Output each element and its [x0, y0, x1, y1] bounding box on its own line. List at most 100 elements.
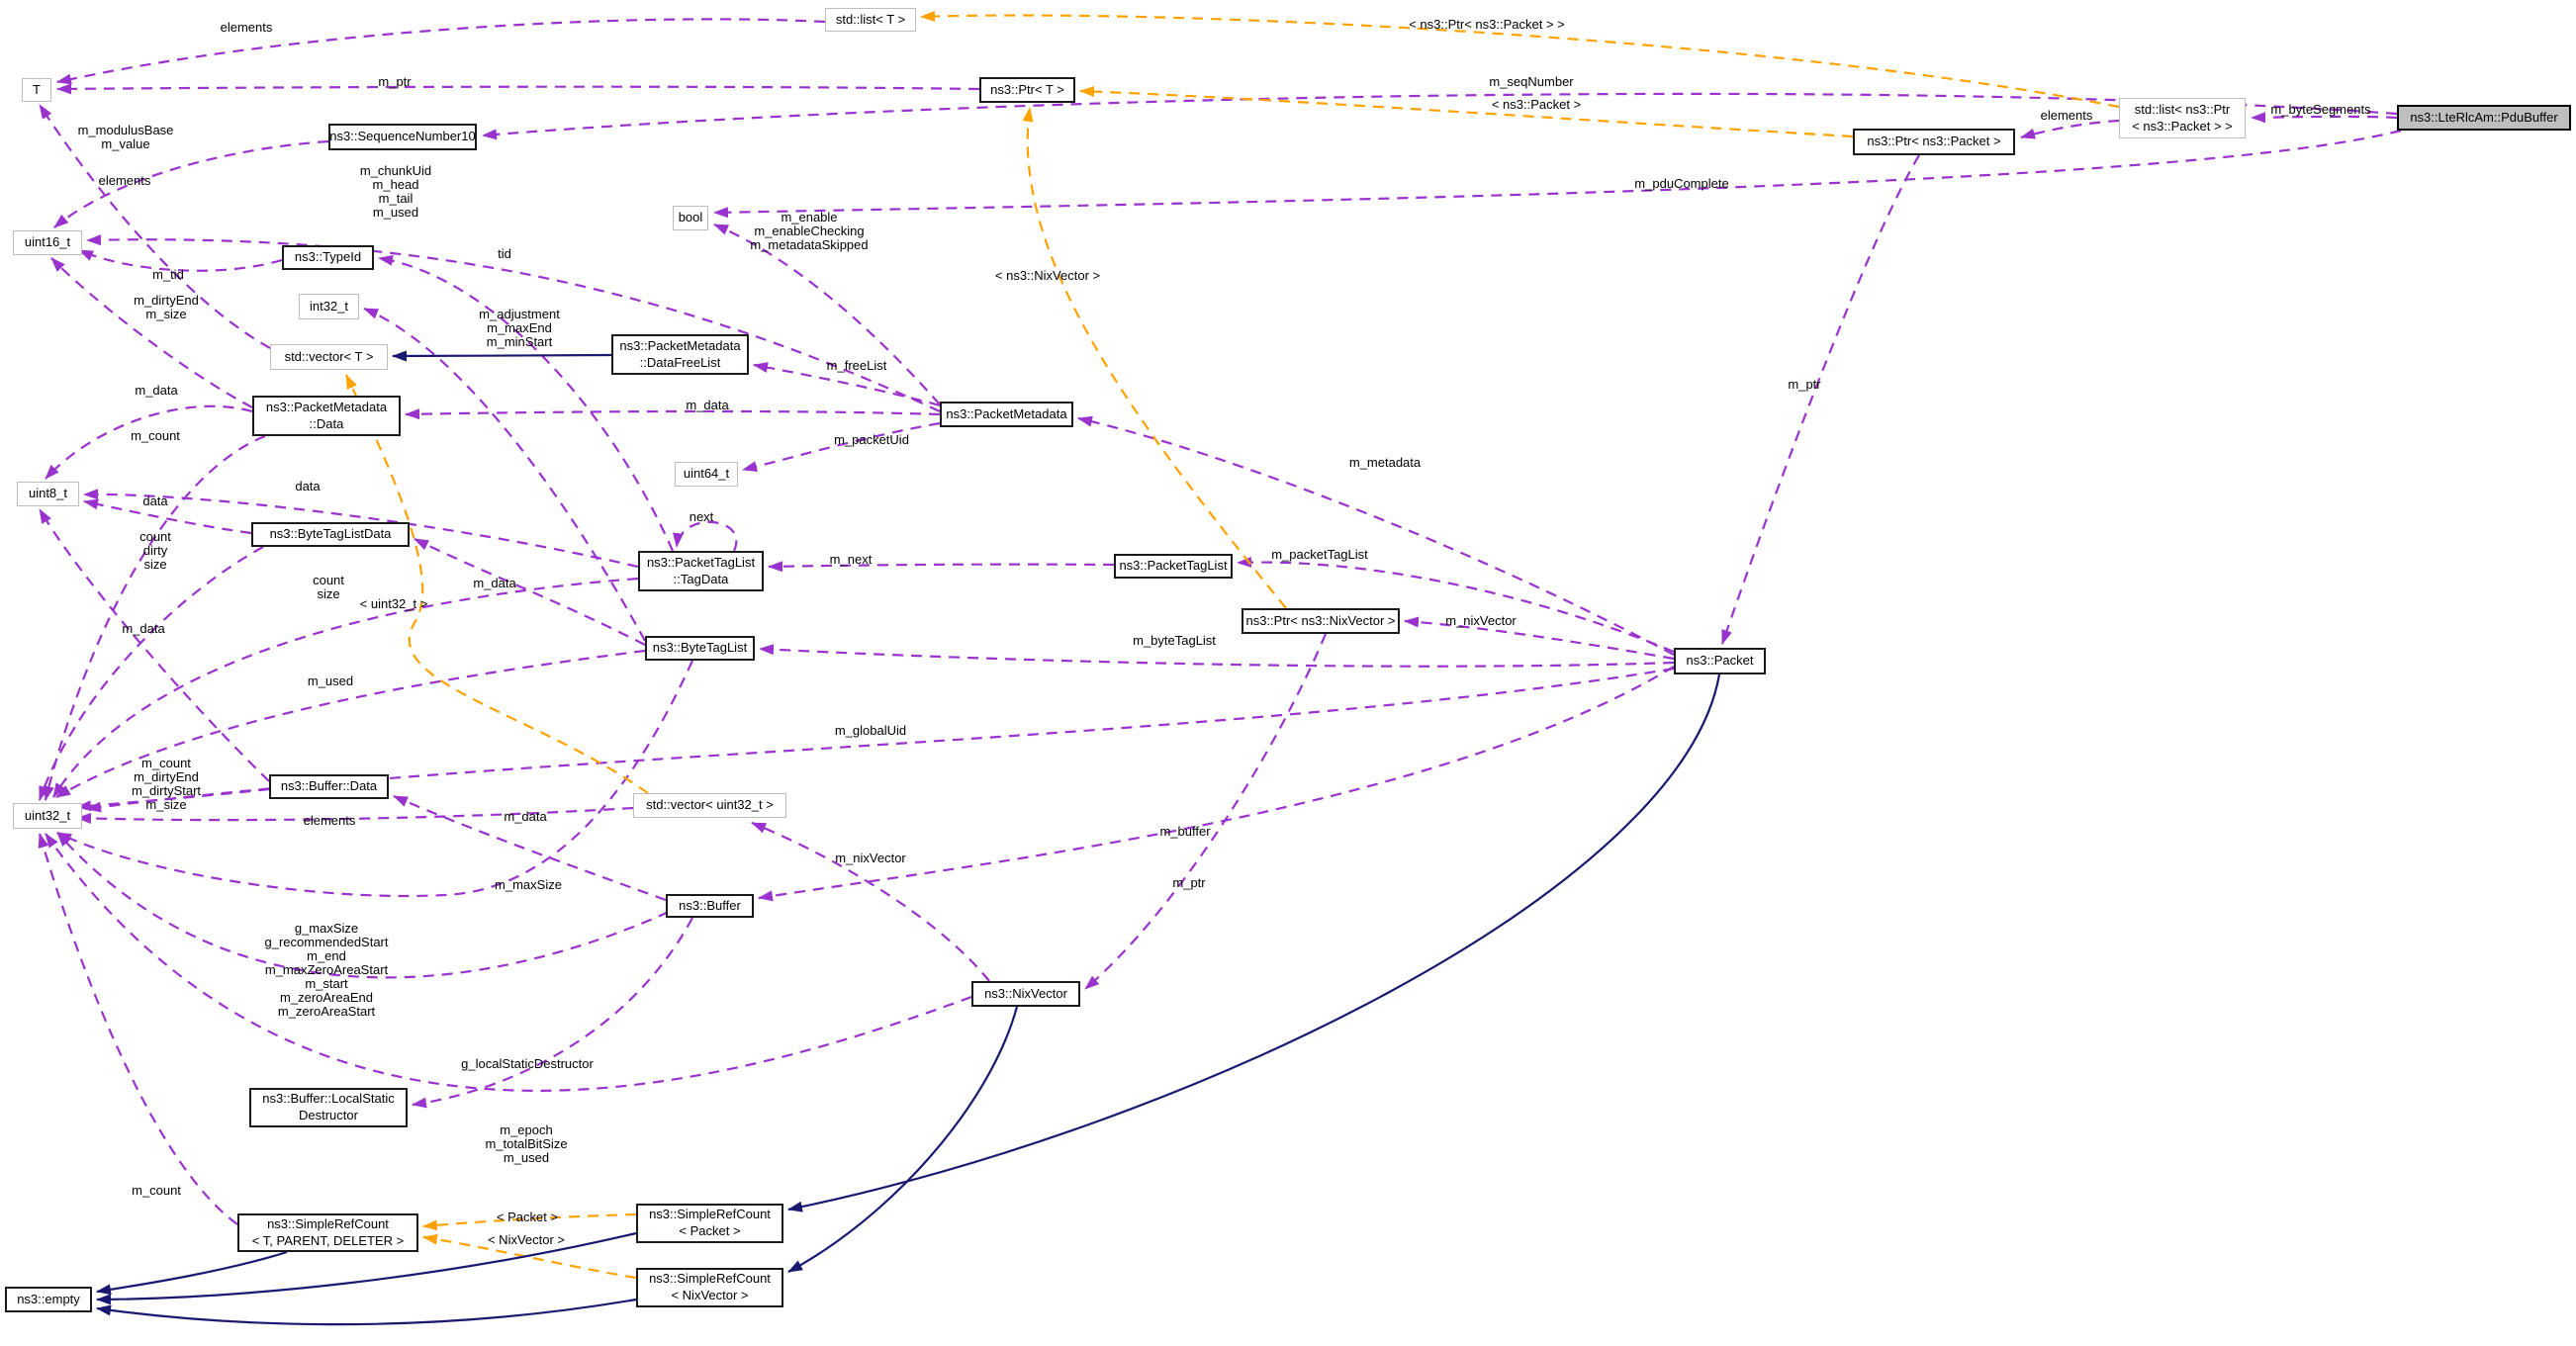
edge-label-tmpl-src-packet: < Packet >	[496, 1209, 559, 1224]
edge-elements-vec32	[76, 806, 634, 824]
node-label: ns3::Buffer::LocalStatic Destructor	[262, 1091, 395, 1122]
edge-inherit-packet-src	[787, 673, 1721, 1212]
node-buffer-data[interactable]: ns3::Buffer::Data	[269, 774, 389, 799]
node-localstaticdestructor[interactable]: ns3::Buffer::LocalStatic Destructor	[249, 1088, 408, 1127]
edge-data-btld	[83, 498, 252, 535]
edge-data-tagdata	[83, 489, 639, 569]
edge-label-m-count-bundle: m_count m_dirtyEnd m_dirtyStart m_size	[131, 755, 202, 813]
edge-m-maxsize	[56, 660, 694, 898]
edge-label-m-seqnumber: m_seqNumber	[1489, 73, 1574, 89]
edge-label-m-data-3: m_data	[473, 575, 516, 590]
node-label: ns3::SimpleRefCount < Packet >	[649, 1207, 771, 1238]
edge-tid	[378, 254, 675, 552]
node-packettaglist-tagdata[interactable]: ns3::PacketTagList ::TagData	[638, 551, 764, 591]
node-label: ns3::ByteTagListData	[269, 526, 392, 542]
edge-label-m-modulusbase: m_modulusBase m_value	[77, 122, 174, 151]
edge-label-m-next: m_next	[829, 551, 873, 567]
edge-label-m-buffer: m_buffer	[1159, 823, 1211, 839]
edge-label-m-adjustment-bundle: m_adjustment m_maxEnd m_minStart	[479, 306, 560, 350]
edge-elements-vectort-t	[39, 104, 271, 349]
node-label: ns3::PacketMetadata	[946, 405, 1067, 421]
edge-label-g-maxsize-bundle: g_maxSize g_recommendedStart m_end m_max…	[264, 920, 389, 1020]
edge-elements-list-t	[56, 18, 826, 85]
node-nixvector[interactable]: ns3::NixVector	[971, 981, 1080, 1007]
edge-inherit-srcpacket-empty	[96, 1231, 637, 1305]
node-label: std::vector< uint32_t >	[646, 797, 774, 813]
edge-m-data-bufferdata-uint8	[39, 508, 270, 782]
node-typeid[interactable]: ns3::TypeId	[282, 245, 374, 270]
node-label: ns3::Packet	[1686, 653, 1754, 669]
node-label: ns3::Ptr< ns3::NixVector >	[1245, 612, 1396, 628]
node-bytetaglist[interactable]: ns3::ByteTagList	[645, 636, 755, 661]
edge-m-adjustment-bundle	[363, 307, 646, 642]
node-label: T	[33, 81, 41, 97]
edge-next-selfloop	[673, 520, 738, 552]
edge-label-m-count-2: m_count	[132, 1182, 181, 1198]
node-simplerefcount-packet[interactable]: ns3::SimpleRefCount < Packet >	[636, 1204, 783, 1243]
edge-inherit-nixvector-src	[787, 1006, 1019, 1273]
edge-m-epoch-bundle	[45, 833, 972, 1092]
node-packetmetadata[interactable]: ns3::PacketMetadata	[940, 402, 1073, 427]
node-label: uint16_t	[24, 234, 71, 250]
edge-label-tmpl-src-nixvector: < NixVector >	[487, 1231, 566, 1247]
node-ptr-t[interactable]: ns3::Ptr< T >	[979, 77, 1075, 103]
edge-m-data-pmdata-uint8	[45, 404, 253, 480]
edge-label-m-ptr-3: m_ptr	[1172, 874, 1206, 890]
node-packetmetadata-data[interactable]: ns3::PacketMetadata ::Data	[252, 396, 401, 436]
node-empty[interactable]: ns3::empty	[5, 1287, 92, 1312]
node-label: ns3::Buffer::Data	[280, 778, 378, 794]
node-bytetaglistdata[interactable]: ns3::ByteTagListData	[251, 522, 410, 547]
node-uint8-t: uint8_t	[17, 482, 79, 506]
edge-label-g-localstaticdestructor: g_localStaticDestructor	[461, 1055, 594, 1071]
edge-g-localstaticdestructor	[412, 917, 693, 1109]
edge-label-m-globaluid: m_globalUid	[834, 722, 907, 738]
edge-m-ptr-ptrnix-nix	[1084, 633, 1328, 990]
edge-inherit-srcnixvector-empty	[96, 1298, 637, 1326]
node-std-vector-t: std::vector< T >	[270, 344, 388, 370]
node-std-list-t: std::list< T >	[825, 8, 916, 32]
edge-m-enable-bundle	[713, 223, 941, 405]
node-label: uint8_t	[28, 486, 68, 501]
edge-m-metadata	[1077, 415, 1675, 656]
node-label: ns3::SequenceNumber10	[329, 129, 476, 144]
node-packet[interactable]: ns3::Packet	[1674, 648, 1766, 674]
edge-label-m-metadata: m_metadata	[1348, 454, 1422, 470]
node-label: bool	[678, 210, 703, 225]
node-ptr-packet[interactable]: ns3::Ptr< ns3::Packet >	[1853, 129, 2015, 155]
edge-elements-list-ptrpacket	[2020, 119, 2120, 139]
edge-label-m-dirtyend-size: m_dirtyEnd m_size	[134, 292, 199, 321]
edge-label-m-count-1: m_count	[131, 427, 180, 443]
edge-m-freelist	[753, 362, 941, 407]
edge-label-m-nixvector-1: m_nixVector	[1445, 612, 1517, 628]
edge-label-m-tid: m_tid	[152, 266, 184, 282]
edge-label-m-freelist: m_freeList	[826, 357, 887, 373]
edge-label-elements-4: elements	[303, 812, 356, 828]
node-label: ns3::PacketTagList ::TagData	[646, 554, 756, 586]
edge-inherit-srct-empty	[96, 1250, 288, 1296]
edge-label-count-size: count size	[313, 572, 344, 601]
edge-m-seqnumber	[482, 92, 2398, 140]
node-packettaglist[interactable]: ns3::PacketTagList	[1114, 554, 1233, 579]
node-label: uint32_t	[24, 807, 71, 823]
edge-label-data-2: data	[142, 493, 168, 508]
edge-m-bytesegments	[2251, 112, 2398, 124]
node-ptr-nixvector[interactable]: ns3::Ptr< ns3::NixVector >	[1242, 608, 1400, 634]
node-simplerefcount-t[interactable]: ns3::SimpleRefCount < T, PARENT, DELETER…	[237, 1213, 418, 1252]
node-label: uint64_t	[683, 466, 730, 482]
edge-m-data-btl-btld	[414, 538, 646, 646]
edge-label-m-maxsize: m_maxSize	[495, 876, 562, 892]
edge-m-globaluid	[86, 667, 1675, 813]
edge-label-m-ptr-2: m_ptr	[1788, 376, 1821, 392]
edge-label-m-packetuid: m_packetUid	[834, 431, 909, 447]
node-datafreelist[interactable]: ns3::PacketMetadata ::DataFreeList	[611, 334, 749, 375]
edge-label-m-data-5: m_data	[504, 808, 547, 824]
node-label: ns3::Buffer	[679, 897, 741, 913]
node-sequencenumber10[interactable]: ns3::SequenceNumber10	[328, 124, 477, 150]
node-label: ns3::SimpleRefCount < T, PARENT, DELETER…	[251, 1215, 405, 1248]
edge-tmpl-vector-uint32	[345, 374, 649, 794]
node-simplerefcount-nixvector[interactable]: ns3::SimpleRefCount < NixVector >	[636, 1268, 783, 1307]
node-int32-t: int32_t	[299, 294, 359, 319]
edge-m-packetuid	[742, 421, 941, 472]
node-buffer[interactable]: ns3::Buffer	[666, 894, 754, 918]
